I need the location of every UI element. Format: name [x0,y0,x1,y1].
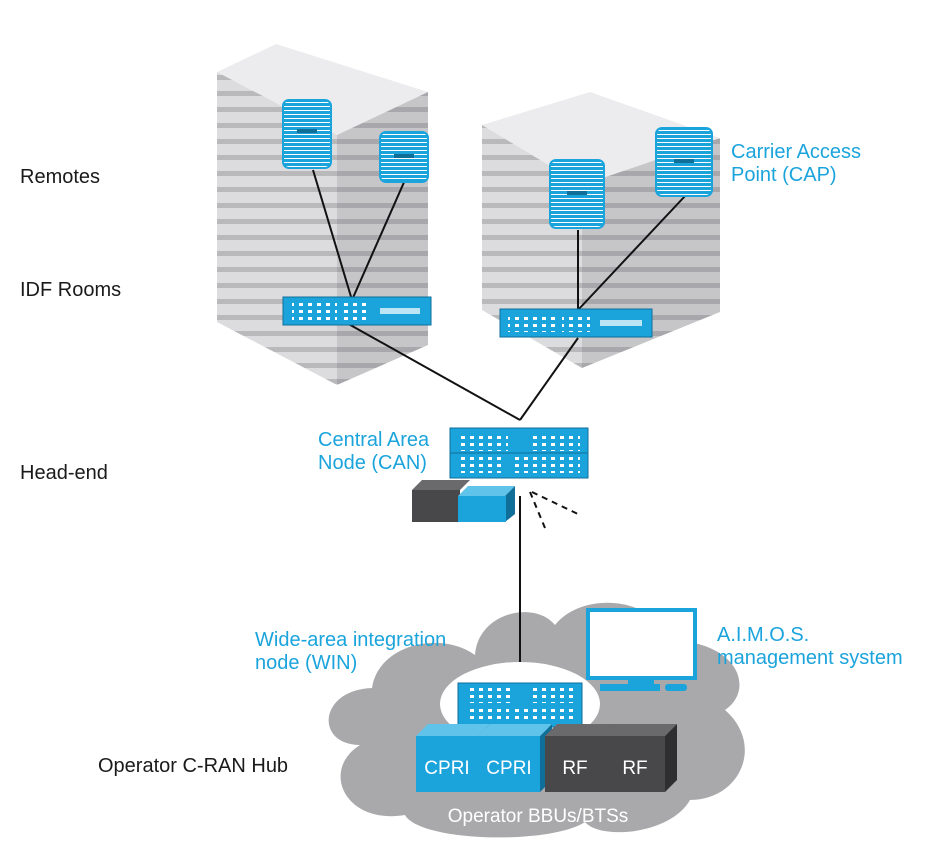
level-label-idf-rooms: IDF Rooms [20,279,122,301]
idf-rack-left [282,296,432,326]
cap-device [282,99,332,169]
cap-device [549,159,605,229]
cables [312,169,687,686]
bbu-label: CPRI [486,758,531,779]
level-label-hub: Operator C-RAN Hub [98,755,289,777]
can-rack [449,427,589,479]
aimos-label: A.I.M.O.S. management system [717,624,903,669]
bbu-footer-label: Operator BBUs/BTSs [448,806,629,827]
building-left [217,44,428,385]
bbu-label: RF [562,758,587,779]
bbu-rf-2: RF [605,724,677,792]
cap-device [655,127,713,197]
cap-device [379,131,429,183]
bbu-label: RF [622,758,647,779]
can-label: Central Area Node (CAN) [318,429,430,474]
cap-label: Carrier Access Point (CAP) [731,141,862,186]
level-label-head-end: Head-end [20,462,108,484]
idf-rack-right [499,308,653,338]
head-end-boxes [412,480,515,522]
win-label: Wide-area integration node (WIN) [255,629,447,674]
monitor-icon [586,608,697,691]
bbu-cpri-2: CPRI [478,724,552,792]
level-label-remotes: Remotes [20,166,101,188]
bbu-label: CPRI [424,758,469,779]
